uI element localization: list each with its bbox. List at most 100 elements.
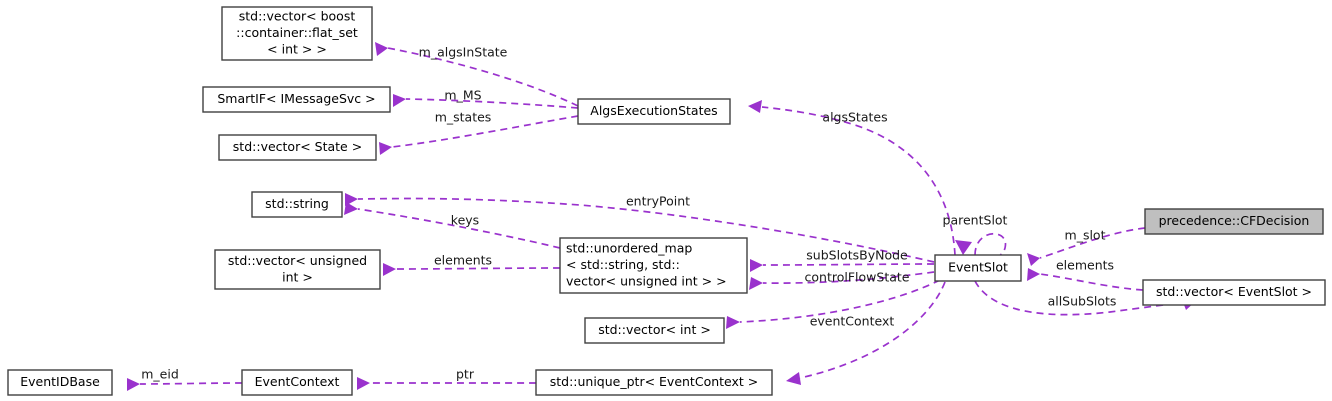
node-label: std::vector< State > xyxy=(233,139,362,154)
edge-path xyxy=(761,106,956,256)
edge-path xyxy=(405,98,579,109)
edge-arrowhead xyxy=(127,378,140,391)
node-label: std::vector< int > xyxy=(598,322,711,337)
node-std_string[interactable]: std::string xyxy=(251,191,343,218)
node-box[interactable] xyxy=(241,369,353,396)
edge-arrowhead xyxy=(786,372,801,385)
edge-path xyxy=(762,271,935,284)
node-smartif_imessagesvc[interactable]: SmartIF< IMessageSvc > xyxy=(202,86,391,113)
node-box[interactable] xyxy=(584,317,725,344)
node-box[interactable] xyxy=(535,369,773,396)
edge-arrowhead xyxy=(749,277,763,290)
node-box[interactable] xyxy=(1144,208,1324,235)
node-label: std::unique_ptr< EventContext > xyxy=(550,374,759,389)
node-label: EventContext xyxy=(255,374,340,389)
node-unordered_map[interactable]: std::unordered_map< std::string, std::ve… xyxy=(559,237,748,294)
edge-arrowhead xyxy=(357,377,370,390)
edge-label: subSlotsByNode xyxy=(806,248,908,263)
edge-elements xyxy=(1027,268,1144,291)
edge-m_eid xyxy=(127,378,243,391)
node-label: std::vector< EventSlot > xyxy=(1156,284,1312,299)
edge-arrowhead xyxy=(375,42,388,56)
node-label: AlgsExecutionStates xyxy=(590,103,717,118)
edge-path xyxy=(799,281,946,379)
edge-arrowhead xyxy=(748,100,762,113)
edge-m_states xyxy=(379,115,579,155)
node-label: std::vector< unsigned xyxy=(228,253,367,268)
node-label: ::container::flat_set xyxy=(236,25,358,40)
edge-label: m_states xyxy=(435,110,492,125)
node-label: SmartIF< IMessageSvc > xyxy=(217,91,375,106)
node-box[interactable] xyxy=(559,237,748,294)
edge-label: m_MS xyxy=(444,88,481,103)
edge-arrowhead xyxy=(955,240,972,255)
node-algs_execution_states[interactable]: AlgsExecutionStates xyxy=(577,98,731,125)
node-unique_ptr_event_context[interactable]: std::unique_ptr< EventContext > xyxy=(535,369,773,396)
edge-label: allSubSlots xyxy=(1048,294,1117,309)
edge-path xyxy=(395,267,561,270)
edge-ptr xyxy=(357,377,536,390)
edge-arrowhead xyxy=(345,193,358,206)
edge-label: entryPoint xyxy=(626,194,690,209)
edge-path xyxy=(739,279,941,323)
node-label: < int > > xyxy=(267,42,327,57)
edges-layer xyxy=(127,42,1197,391)
node-event_slot[interactable]: EventSlot xyxy=(934,254,1022,282)
edge-label: eventContext xyxy=(810,314,895,329)
edge-label: elements xyxy=(1056,258,1114,273)
node-label: EventSlot xyxy=(948,260,1008,275)
node-box[interactable] xyxy=(251,191,343,218)
node-box[interactable] xyxy=(202,86,391,113)
edge-label: ptr xyxy=(456,367,475,382)
node-vector_state[interactable]: std::vector< State > xyxy=(218,134,377,161)
edge-arrowhead xyxy=(1027,253,1040,266)
nodes-layer: std::vector< boost::container::flat_set<… xyxy=(7,6,1326,396)
edge-controlFlowState xyxy=(749,271,935,290)
edge-arrowhead xyxy=(1027,268,1040,281)
edge-arrowhead xyxy=(344,202,358,215)
node-label: EventIDBase xyxy=(20,374,100,389)
node-box[interactable] xyxy=(577,98,731,125)
node-box[interactable] xyxy=(934,254,1022,282)
edge-eventContext xyxy=(726,279,941,329)
node-cf_decision[interactable]: precedence::CFDecision xyxy=(1144,208,1324,235)
edge-label: keys xyxy=(451,213,479,228)
node-box[interactable] xyxy=(1142,279,1326,306)
edge-keys xyxy=(344,202,561,249)
edge-elements xyxy=(383,263,561,276)
edge-m_MS xyxy=(393,94,579,109)
node-vector_flat_set[interactable]: std::vector< boost::container::flat_set<… xyxy=(221,6,373,61)
node-vector_event_slot[interactable]: std::vector< EventSlot > xyxy=(1142,279,1326,306)
node-label: std::string xyxy=(265,196,329,211)
edge-path xyxy=(974,280,1197,316)
edge-path xyxy=(1039,227,1146,259)
edge-path xyxy=(357,197,935,263)
edge-subSlotsByNode xyxy=(750,259,935,272)
node-label: std::vector< boost xyxy=(239,9,356,24)
edge-arrowhead xyxy=(379,142,392,155)
edge-arrowhead xyxy=(726,316,740,329)
node-event_id_base[interactable]: EventIDBase xyxy=(7,369,113,396)
edge-label: m_slot xyxy=(1065,228,1106,243)
edge-path xyxy=(762,263,935,266)
edge-path xyxy=(387,47,579,107)
edge-label: controlFlowState xyxy=(805,270,910,285)
node-box[interactable] xyxy=(221,6,373,61)
edge-m_algsInState xyxy=(375,42,579,107)
edge-link xyxy=(786,281,946,385)
edge-label: parentSlot xyxy=(943,213,1008,228)
node-box[interactable] xyxy=(218,134,377,161)
edge-m_slot xyxy=(1027,227,1146,266)
edge-arrowhead xyxy=(393,94,406,107)
node-box[interactable] xyxy=(214,249,381,290)
edge-arrowhead xyxy=(383,263,396,276)
node-label: std::unordered_map xyxy=(566,241,692,256)
node-box[interactable] xyxy=(7,369,113,396)
node-vector_int[interactable]: std::vector< int > xyxy=(584,317,725,344)
edge-entryPoint xyxy=(345,193,935,263)
node-event_context[interactable]: EventContext xyxy=(241,369,353,396)
edge-label: m_eid xyxy=(141,367,179,382)
